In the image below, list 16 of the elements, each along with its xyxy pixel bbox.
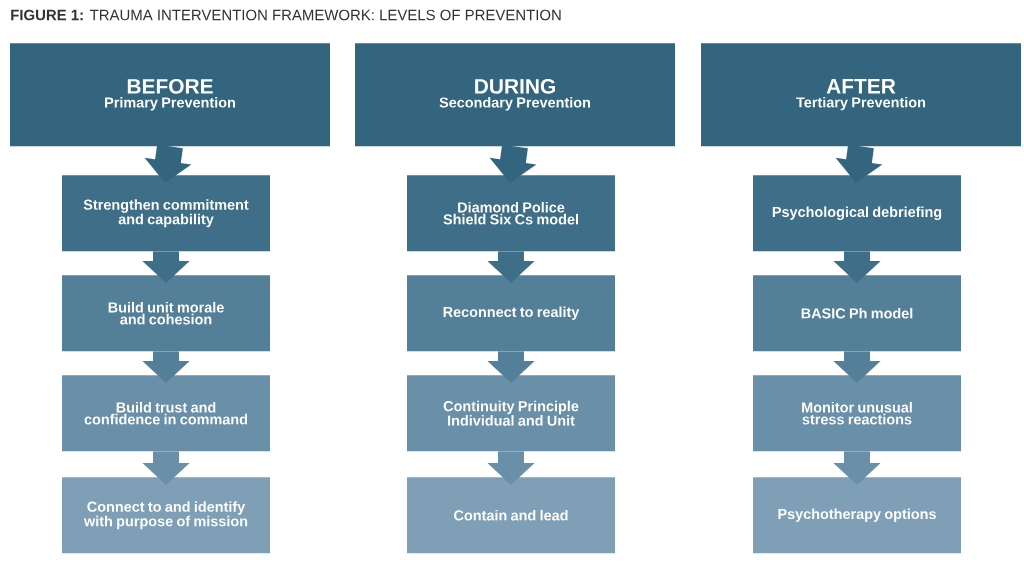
step-box: Psychological debriefing [753, 175, 961, 252]
stage-header-box: BEFORE Primary Prevention [10, 43, 330, 147]
step-box: Reconnect to reality [407, 275, 615, 352]
step-box: Strengthen commitment and capability [62, 175, 270, 252]
step-box: Psychotherapy options [753, 477, 961, 554]
step-box: Diamond Police Shield Six Cs model [407, 175, 615, 252]
step-box: Monitor unusual stress reactions [753, 375, 961, 452]
figure-title: FIGURE 1: TRAUMA INTERVENTION FRAMEWORK: LEVELS OF PREVENTION [11, 9, 561, 21]
step-box: Build unit morale and cohesion [62, 275, 270, 352]
step-box: Build trust and confidence in command [62, 375, 270, 452]
step-box: Connect to and identify with purpose of mission [62, 477, 270, 554]
step-box: Contain and lead [407, 477, 615, 554]
step-box: BASIC Ph model [753, 275, 961, 352]
step-box: Continuity Principle Individual and Unit [407, 375, 615, 452]
stage-header-box: DURING Secondary Prevention [355, 43, 675, 147]
stage-header-box: AFTER Tertiary Prevention [701, 43, 1021, 147]
